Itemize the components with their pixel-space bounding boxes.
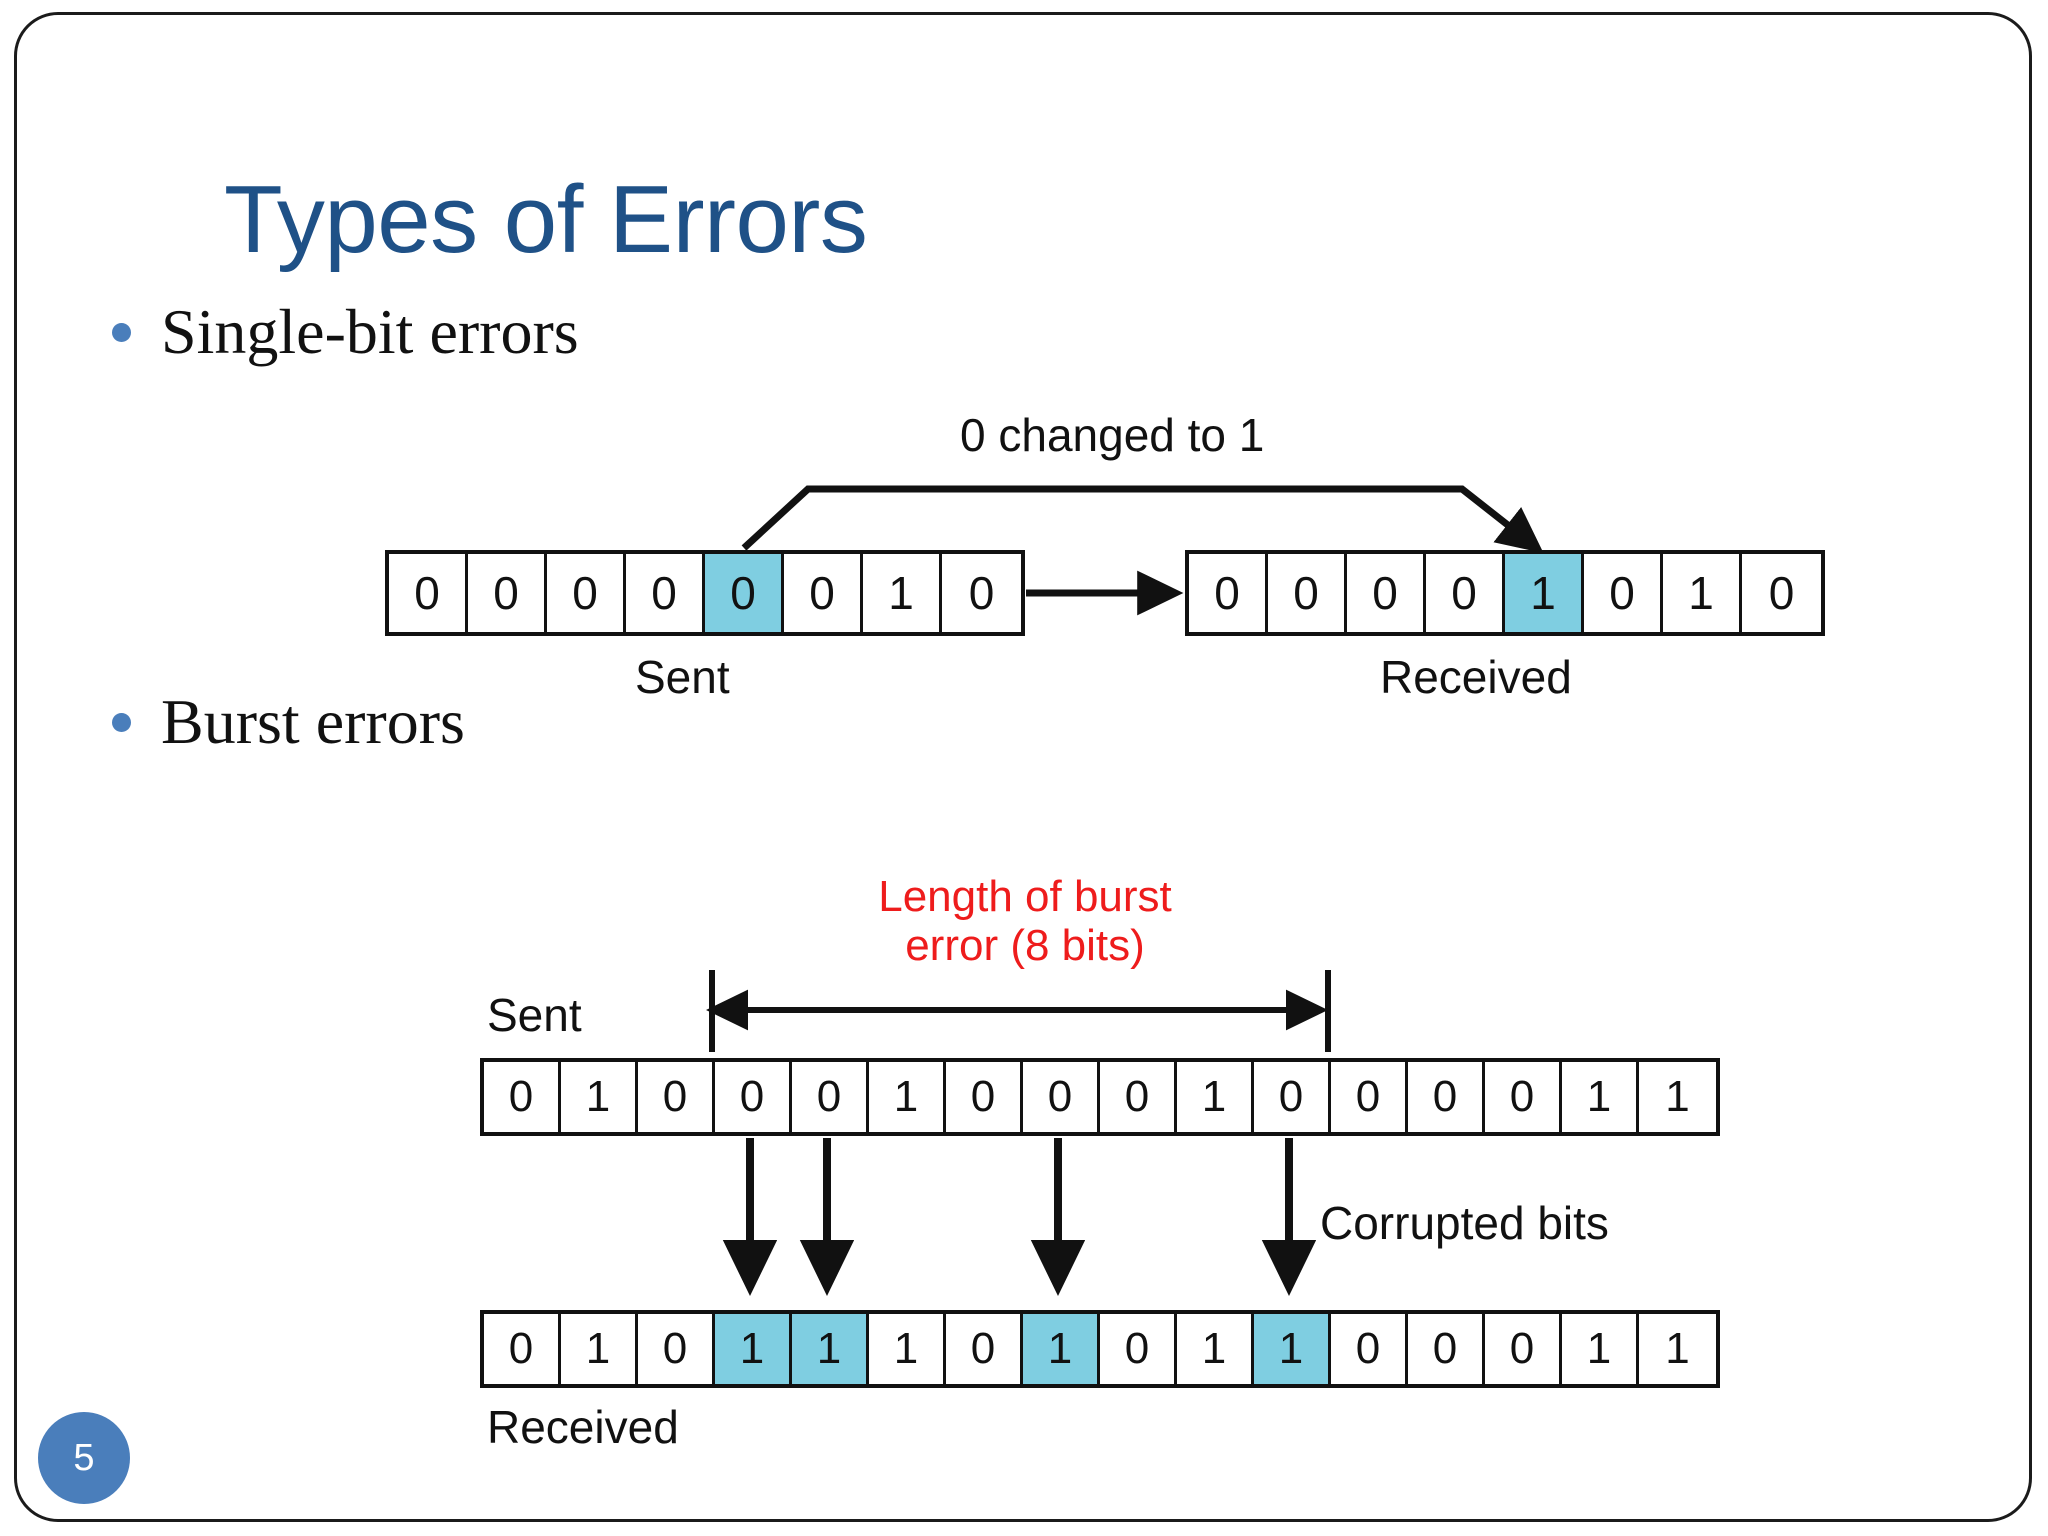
bullet-item-burst-errors: Burst errors <box>112 690 465 754</box>
bit-cell-highlighted: 1 <box>1254 1314 1331 1384</box>
bit-cell: 0 <box>1408 1062 1485 1132</box>
corrupted-bits-label: Corrupted bits <box>1320 1197 1609 1249</box>
burst-length-line-2: error (8 bits) <box>905 921 1145 971</box>
bit-cell: 0 <box>942 554 1021 632</box>
bit-cell-highlighted: 1 <box>792 1314 869 1384</box>
bit-cell: 0 <box>1189 554 1268 632</box>
bullet-label: Single-bit errors <box>161 296 579 367</box>
bit-cell: 0 <box>1584 554 1663 632</box>
bit-cell: 0 <box>1408 1314 1485 1384</box>
bit-cell: 0 <box>1254 1062 1331 1132</box>
bit-cell: 0 <box>638 1314 715 1384</box>
burst-received-caption: Received <box>487 1401 679 1453</box>
bit-cell: 1 <box>863 554 942 632</box>
bit-cell: 1 <box>1639 1062 1716 1132</box>
page-number-text: 5 <box>73 1436 95 1479</box>
bit-cell: 0 <box>1742 554 1821 632</box>
bullet-dot-icon <box>112 712 131 732</box>
bit-cell: 1 <box>1639 1314 1716 1384</box>
burst-length-line-1: Length of burst <box>878 872 1172 921</box>
bit-cell: 0 <box>1100 1314 1177 1384</box>
bit-cell: 1 <box>1562 1314 1639 1384</box>
bit-cell: 1 <box>1177 1314 1254 1384</box>
bit-cell: 1 <box>1663 554 1742 632</box>
bit-cell: 0 <box>468 554 547 632</box>
bit-cell: 1 <box>561 1062 638 1132</box>
bit-flip-arrow <box>741 485 1544 554</box>
bit-cell: 0 <box>1023 1062 1100 1132</box>
bit-cell: 0 <box>1268 554 1347 632</box>
bit-cell: 0 <box>715 1062 792 1132</box>
bit-cell: 0 <box>1331 1062 1408 1132</box>
burst-sent-caption: Sent <box>487 989 582 1041</box>
bit-cell: 0 <box>946 1314 1023 1384</box>
bit-cell: 1 <box>1177 1062 1254 1132</box>
bit-cell-highlighted: 0 <box>705 554 784 632</box>
bullet-item-single-bit-errors: Single-bit errors <box>112 300 579 364</box>
burst-length-label: Length of burst error (8 bits) <box>835 872 1215 971</box>
bit-cell: 0 <box>626 554 705 632</box>
bit-cell-highlighted: 1 <box>1023 1314 1100 1384</box>
bit-cell: 0 <box>946 1062 1023 1132</box>
bit-cell: 0 <box>389 554 468 632</box>
bit-cell: 0 <box>1331 1314 1408 1384</box>
page-title: Types of Errors <box>224 166 868 273</box>
bit-cell-highlighted: 1 <box>1505 554 1584 632</box>
bit-cell: 0 <box>1485 1314 1562 1384</box>
bit-cell-highlighted: 1 <box>715 1314 792 1384</box>
bullet-label: Burst errors <box>161 686 465 757</box>
bit-cell: 0 <box>1426 554 1505 632</box>
bit-cell: 0 <box>1485 1062 1562 1132</box>
bit-cell: 0 <box>1347 554 1426 632</box>
bit-cell: 1 <box>869 1314 946 1384</box>
bit-cell: 1 <box>869 1062 946 1132</box>
bit-cell: 1 <box>1562 1062 1639 1132</box>
bit-cell: 0 <box>638 1062 715 1132</box>
single-bit-sent-caption: Sent <box>635 651 730 703</box>
bit-cell: 1 <box>561 1314 638 1384</box>
bit-cell: 0 <box>1100 1062 1177 1132</box>
page-number-badge: 5 <box>38 1412 130 1504</box>
bit-cell: 0 <box>484 1062 561 1132</box>
single-bit-received-caption: Received <box>1380 651 1572 703</box>
bit-cell: 0 <box>784 554 863 632</box>
bit-cell: 0 <box>484 1314 561 1384</box>
changed-annotation-label: 0 changed to 1 <box>960 409 1265 461</box>
bit-cell: 0 <box>547 554 626 632</box>
bullet-dot-icon <box>112 322 131 342</box>
bit-cell: 0 <box>792 1062 869 1132</box>
